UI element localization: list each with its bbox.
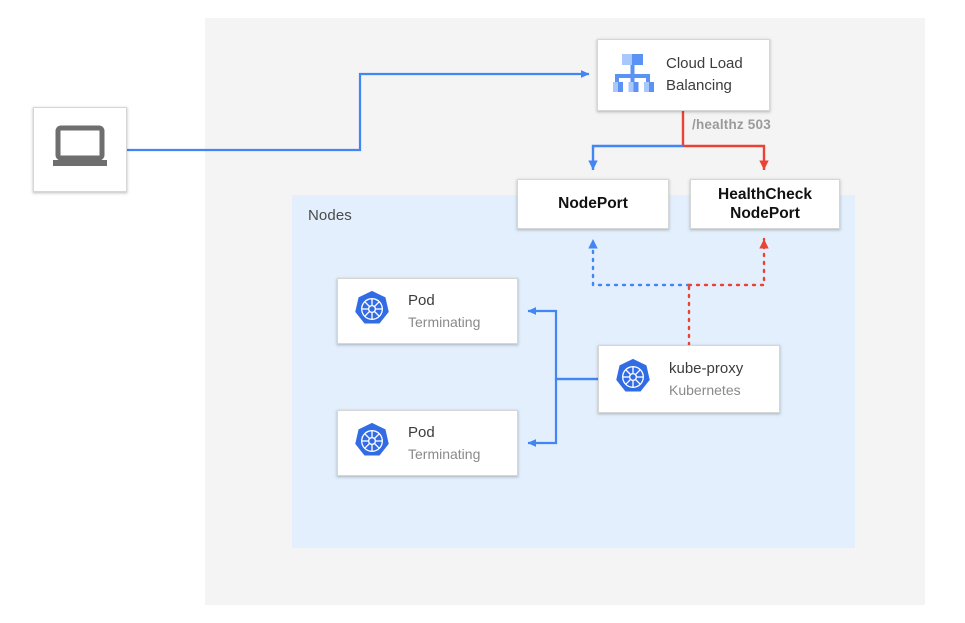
pod-node-1-subtitle: Terminating bbox=[408, 313, 481, 330]
healthcheck-nodeport-label: HealthCheck NodePort bbox=[691, 185, 839, 224]
healthcheck-nodeport-line2: NodePort bbox=[730, 205, 800, 222]
kube-proxy-labels: kube-proxy Kubernetes bbox=[669, 358, 743, 400]
pod-node-2-subtitle: Terminating bbox=[408, 445, 481, 462]
cloud-load-balancing-title-line1: Cloud Load bbox=[666, 55, 743, 73]
kube-proxy-subtitle: Kubernetes bbox=[669, 381, 741, 398]
healthcheck-nodeport-line1: HealthCheck bbox=[718, 185, 812, 203]
cloud-load-balancing-title-line2: Balancing bbox=[666, 77, 732, 94]
nodes-panel-label: Nodes bbox=[308, 207, 352, 224]
healthcheck-nodeport-node[interactable]: HealthCheck NodePort bbox=[690, 179, 840, 229]
laptop-icon bbox=[52, 125, 108, 174]
nodeport-node[interactable]: NodePort bbox=[517, 179, 669, 229]
kube-proxy-node[interactable]: kube-proxy Kubernetes bbox=[598, 345, 780, 413]
client-laptop-node[interactable] bbox=[33, 107, 127, 192]
kubernetes-icon bbox=[352, 289, 392, 334]
kubernetes-icon bbox=[613, 357, 653, 402]
kube-proxy-title: kube-proxy bbox=[669, 359, 744, 377]
pod-node-2-labels: Pod Terminating bbox=[408, 422, 480, 464]
kubernetes-icon bbox=[352, 421, 392, 466]
pod-node-1-labels: Pod Terminating bbox=[408, 290, 480, 332]
cloud-load-balancing-label: Cloud Load Balancing bbox=[666, 53, 743, 97]
cloud-load-balancing-node[interactable]: Cloud Load Balancing bbox=[597, 39, 770, 111]
pod-node-2-title: Pod bbox=[408, 423, 435, 441]
pod-node-1[interactable]: Pod Terminating bbox=[337, 278, 518, 344]
healthz-edge-label: /healthz 503 bbox=[692, 117, 771, 132]
cloud-load-balancing-icon bbox=[609, 51, 655, 100]
nodeport-label: NodePort bbox=[558, 195, 628, 213]
pod-node-2[interactable]: Pod Terminating bbox=[337, 410, 518, 476]
pod-node-1-title: Pod bbox=[408, 291, 435, 309]
